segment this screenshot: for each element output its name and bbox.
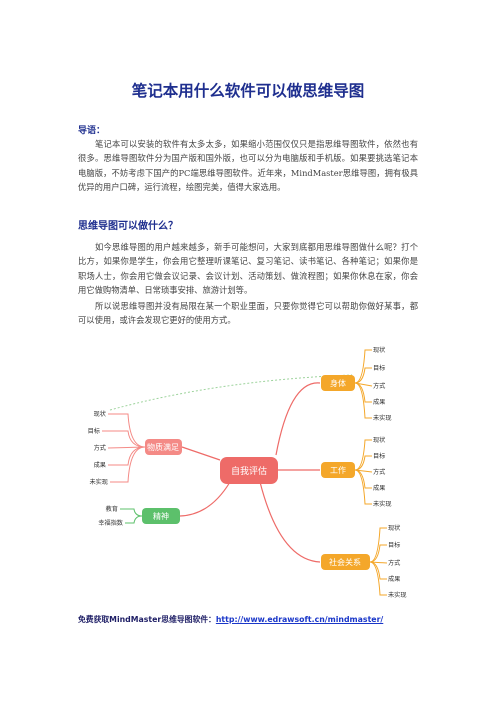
download-link[interactable]: http://www.edrawsoft.cn/mindmaster/ [215, 615, 384, 624]
leaf-label: 目标 [88, 427, 100, 435]
leaf-label: 现状 [94, 410, 107, 418]
branch-label: 身体 [330, 378, 346, 388]
leaf-label: 目标 [388, 541, 400, 549]
summary-paragraph: 所以说思维导图并没有局限在某一个职业里面，只要你觉得它可以帮助你做好某事，都可以… [78, 301, 418, 326]
center-node-label: 自我评估 [231, 465, 267, 477]
leaf-label: 目标 [373, 364, 385, 372]
intro-paragraph: 笔记本可以安装的软件有太多太多，如果缩小范围仅仅只是指思维导图软件，依然也有很多… [78, 139, 418, 192]
leaf-label: 方式 [373, 382, 385, 390]
leaf-label: 方式 [94, 444, 106, 452]
branch-label: 精神 [153, 511, 169, 521]
center-node [220, 457, 278, 484]
leaf-label: 方式 [388, 559, 400, 567]
leaf-label: 幸福指数 [98, 519, 124, 527]
branch-node [321, 554, 370, 570]
section-heading: 思维导图可以做什么？ [78, 221, 178, 232]
branch-label: 社会关系 [329, 557, 361, 567]
page-title: 笔记本用什么软件可以做思维导图 [131, 82, 365, 100]
leaf-label: 未实现 [388, 591, 407, 599]
branch-label: 工作 [330, 465, 346, 475]
branch-node [145, 439, 182, 455]
lead-label: 导语： [78, 126, 106, 136]
usage-paragraph: 如今思维导图的用户越来越多，新手可能想问，大家到底都用思维导图做什么呢？打个比方… [78, 242, 418, 295]
leaf-label: 方式 [373, 468, 385, 476]
download-note: 免费获取MindMaster思维导图软件：http://www.edrawsof… [78, 614, 383, 625]
leaf-label: 成果 [373, 484, 385, 492]
leaf-label: 成果 [388, 575, 400, 583]
branch-node [142, 508, 180, 524]
leaf-label: 现状 [388, 524, 401, 532]
leaf-label: 未实现 [373, 414, 392, 422]
leaf-label: 目标 [373, 452, 385, 460]
branch-node [321, 375, 355, 391]
leaf-label: 教育 [106, 505, 118, 513]
leaf-label: 成果 [373, 398, 385, 406]
leaf-label: 未实现 [373, 500, 392, 508]
leaf-label: 现状 [373, 436, 386, 444]
leaf-label: 现状 [373, 346, 386, 354]
branch-label: 物质满足 [147, 442, 179, 452]
branch-node [321, 462, 355, 478]
leaf-label: 成果 [94, 461, 106, 469]
footer-label: 免费获取MindMaster思维导图软件： [78, 615, 216, 624]
mind-map-connectors [109, 374, 353, 563]
leaf-label: 未实现 [89, 478, 108, 486]
